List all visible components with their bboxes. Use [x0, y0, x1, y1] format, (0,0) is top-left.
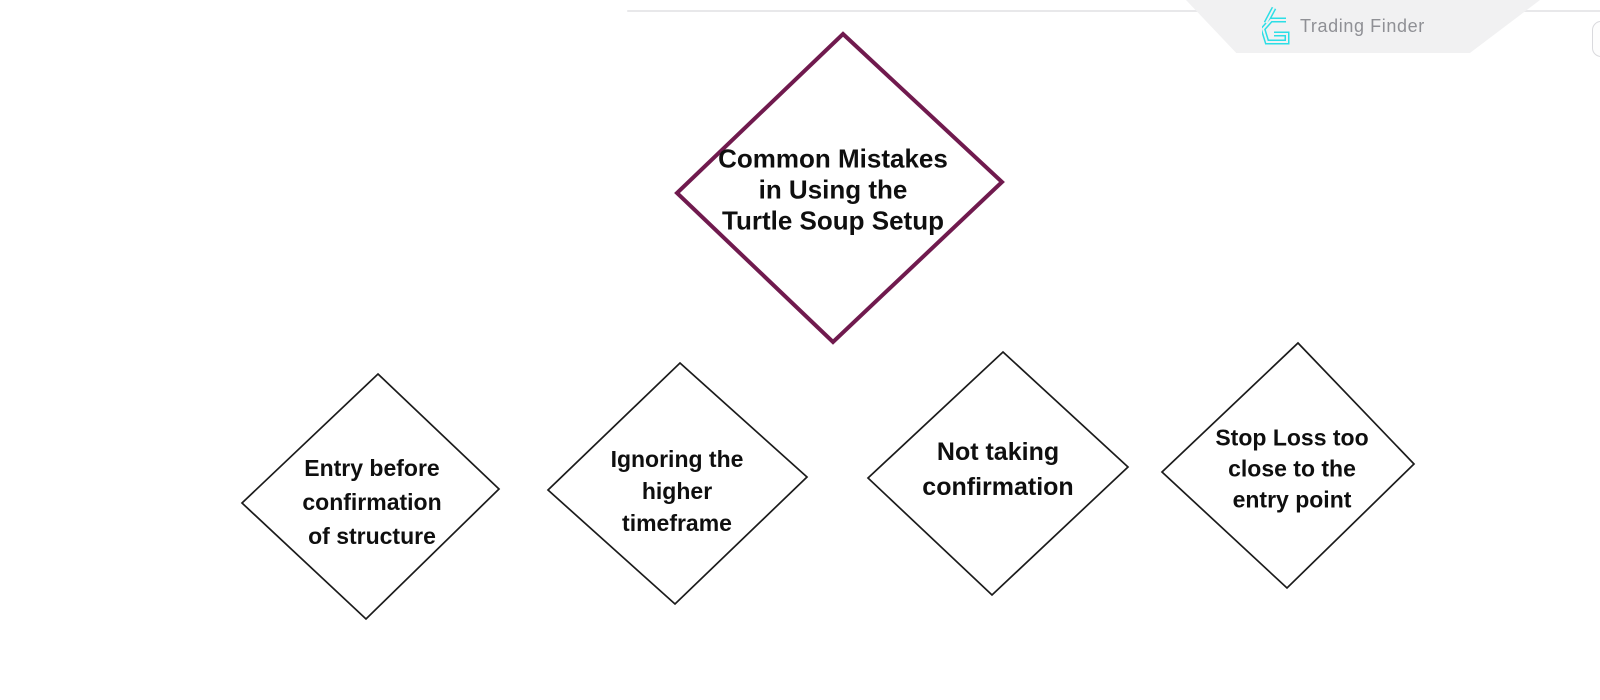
mistake-node-label-2: Ignoring the higher timeframe	[610, 446, 744, 536]
mistake-node-label-4: Stop Loss too close to the entry point	[1215, 424, 1369, 513]
logo-glyph-inner	[1262, 7, 1288, 43]
mistake-diamond-shape-1	[240, 372, 501, 621]
mistake-node-label-3: Not taking confirmation	[922, 438, 1074, 501]
trading-finder-logo-icon	[1262, 6, 1290, 45]
header-divider	[627, 10, 1600, 12]
mistake-node-label-1: Entry before confirmation of structure	[302, 455, 442, 549]
mistake-diamond-shape-4	[1160, 341, 1416, 590]
title-diamond-shape	[674, 31, 1005, 345]
title-node-label: Common Mistakes in Using the Turtle Soup…	[718, 143, 948, 236]
brand-name: Trading Finder	[1300, 16, 1425, 36]
cropped-edge-button[interactable]	[1592, 21, 1600, 57]
brand-badge: Trading Finder	[1186, 0, 1540, 53]
mistake-diamond-shape-3	[866, 350, 1130, 597]
mistake-diamond-shape-2	[546, 361, 809, 606]
